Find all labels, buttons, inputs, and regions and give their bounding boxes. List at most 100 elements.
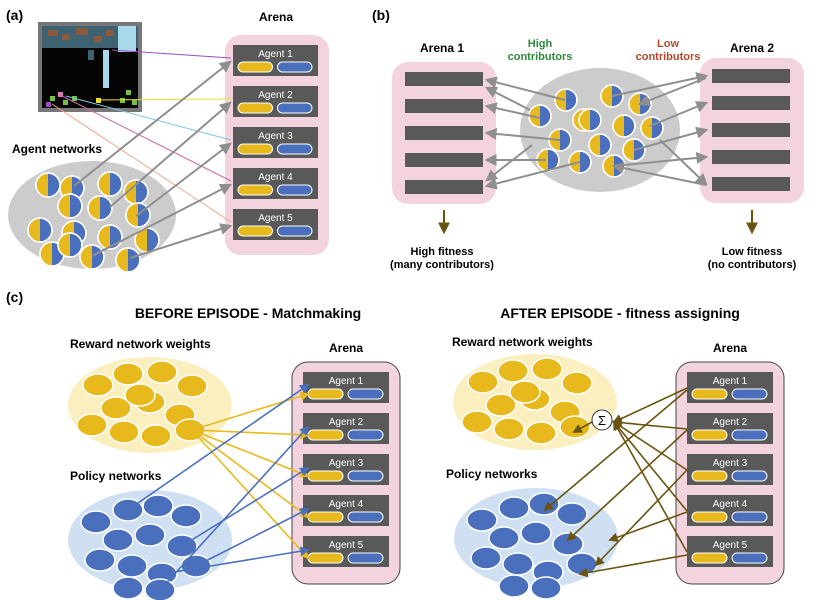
agent-label: Agent 5: [713, 540, 748, 551]
reward-pill: [691, 388, 728, 400]
agent-network-circle: [115, 247, 141, 273]
low-fitness-label: Low fitness: [722, 246, 783, 258]
fitness-to-policy-arrow: [566, 429, 688, 542]
reward-pill: [307, 388, 344, 400]
reward-assign-arrow: [191, 429, 310, 519]
reward-network: [76, 413, 108, 437]
policy-assign-arrow: [159, 425, 310, 591]
reward-network: [124, 383, 156, 407]
policy-pill: [347, 552, 384, 564]
agent-label: Agent 4: [713, 499, 748, 510]
before-agent-3: Agent 3: [303, 454, 389, 485]
high-fitness-sub: (many contributors): [390, 259, 494, 271]
reward-pill: [237, 184, 273, 196]
arrow-to-arena2: [611, 72, 709, 97]
agent-label: Agent 2: [258, 90, 293, 101]
gray-arrow: [129, 223, 233, 259]
fitness-to-sum-arrow: [612, 420, 688, 512]
reward-network: [112, 362, 144, 386]
reward-network-after: [493, 417, 525, 441]
reward-pill: [237, 102, 273, 114]
fitness-to-policy-arrow: [543, 389, 688, 512]
policy-assign-arrow: [161, 546, 310, 575]
reward-weights-title-after: Reward network weights: [452, 335, 593, 349]
panel-b-label: (b): [372, 7, 390, 23]
agent-label: Agent 3: [329, 458, 364, 469]
gray-arrow: [135, 142, 232, 217]
reward-network: [100, 396, 132, 420]
agent-label: Agent 4: [258, 172, 293, 183]
policy-pill: [277, 143, 313, 155]
reward-pill: [691, 470, 728, 482]
agent-2: Agent 2: [233, 86, 318, 117]
reward-assign-arrow: [191, 429, 310, 478]
agent-network-circle: [57, 193, 83, 219]
high-fitness-label: High fitness: [411, 246, 474, 258]
policy-assign-arrow: [127, 383, 310, 511]
agent-network-circle: [27, 217, 53, 243]
policy-network: [116, 554, 148, 578]
after-agent-3: Agent 3: [687, 454, 773, 485]
policy-network: [84, 548, 116, 572]
reward-pill: [691, 429, 728, 441]
contributor-circle: [578, 108, 602, 132]
arrow-to-arena2: [649, 101, 709, 127]
after-agent-4: Agent 4: [687, 495, 773, 526]
gray-arrow: [109, 101, 232, 208]
arrow-to-arena1: [485, 144, 533, 182]
sum-node: Σ: [591, 409, 613, 431]
arrow-to-arena1: [484, 86, 531, 111]
arena1-slot: [405, 126, 483, 140]
panel-c-label: (c): [6, 289, 23, 305]
fitness-to-policy-arrow: [608, 511, 688, 542]
reward-network-after: [467, 370, 499, 394]
policy-network: [142, 494, 174, 518]
reward-pill: [307, 511, 344, 523]
reward-network: [82, 373, 114, 397]
agent-label: Agent 4: [329, 499, 364, 510]
agent-network-circle: [134, 227, 160, 253]
network-to-agent-arrows: [73, 60, 233, 259]
arena2-title: Arena 2: [730, 41, 774, 55]
agent-networks-title: Agent networks: [12, 142, 102, 156]
policy-pill: [277, 61, 313, 73]
policy-pill: [731, 429, 768, 441]
policy-network: [112, 576, 144, 600]
reward-assign-arrow: [191, 391, 310, 431]
reward-assign-arrow: [191, 429, 310, 440]
agent-network-circle: [87, 195, 113, 221]
agent-4: Agent 4: [233, 168, 318, 199]
arena2-slot: [712, 123, 790, 137]
arrow-to-arena1: [484, 102, 541, 119]
contributor-circle: [554, 88, 578, 112]
agent-label: Agent 1: [258, 49, 293, 60]
before-title: BEFORE EPISODE - Matchmaking: [135, 305, 361, 321]
agent-label: Agent 3: [713, 458, 748, 469]
reward-pill: [237, 225, 273, 237]
arrow-to-arena2: [633, 126, 709, 151]
reward-pill: [307, 552, 344, 564]
agent-label: Agent 5: [329, 540, 364, 551]
policy-network: [134, 523, 166, 547]
policy-network: [170, 504, 202, 528]
agent-label: Agent 1: [713, 376, 748, 387]
high-contributors-line2: contributors: [508, 51, 573, 63]
agent-network-circle: [57, 232, 83, 258]
arena1-slot: [405, 153, 483, 167]
policy-network-after: [488, 526, 520, 550]
before-agent-2: Agent 2: [303, 413, 389, 444]
arrow-to-arena1: [484, 161, 581, 190]
policy-network-after: [470, 546, 502, 570]
reward-network-after: [485, 393, 517, 417]
contributor-circle: [612, 114, 636, 138]
after-agent-2: Agent 2: [687, 413, 773, 444]
low-contributors-line2: contributors: [636, 51, 701, 63]
policy-network: [80, 510, 112, 534]
arena-c-title: Arena: [329, 341, 363, 355]
policy-networks-title-after: Policy networks: [446, 467, 538, 481]
policy-network: [102, 528, 134, 552]
reward-pill: [237, 143, 273, 155]
policy-assign-arrow: [181, 466, 310, 547]
